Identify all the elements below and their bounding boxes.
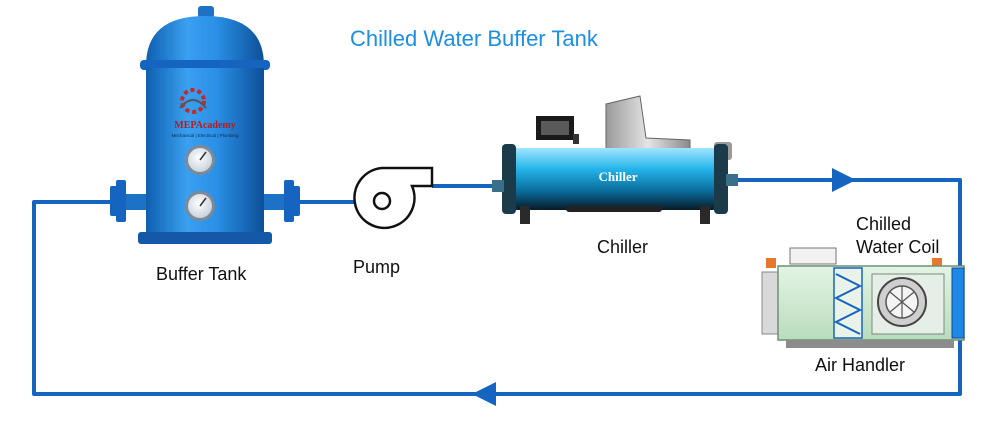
buffer-tank-label: Buffer Tank (156, 264, 247, 284)
chiller-unit: Chiller (492, 95, 738, 224)
flow-arrow-supply (832, 168, 856, 192)
chiller-label: Chiller (597, 237, 649, 257)
mepacademy-logo: MEPAcademy Mechanical | Electrical | Plu… (171, 88, 239, 138)
pump-icon (353, 166, 434, 230)
chilled-water-coil-label-line2: Water Coil (856, 237, 940, 257)
chilled-water-coil (951, 267, 965, 339)
pipe-chiller-to-coil (735, 178, 962, 266)
flow-arrow-return (472, 382, 496, 406)
buffer-tank: MEPAcademy Mechanical | Electrical | Plu… (110, 6, 300, 244)
fan-icon (871, 273, 945, 335)
pipe-return-loop (32, 200, 962, 396)
diagram-title: Chilled Water Buffer Tank (350, 26, 598, 51)
pump-label: Pump (353, 257, 401, 277)
logo-tagline: Mechanical | Electrical | Plumbing (171, 133, 239, 138)
logo-name: MEPAcademy (174, 120, 235, 131)
chilled-water-coil-label-line1: Chilled (856, 214, 912, 234)
temperature-gauge-icon (185, 191, 215, 221)
air-handler-label: Air Handler (815, 355, 906, 375)
air-handler-unit (761, 247, 965, 348)
chiller-body-label: Chiller (599, 169, 638, 184)
pressure-gauge-icon (185, 145, 215, 175)
